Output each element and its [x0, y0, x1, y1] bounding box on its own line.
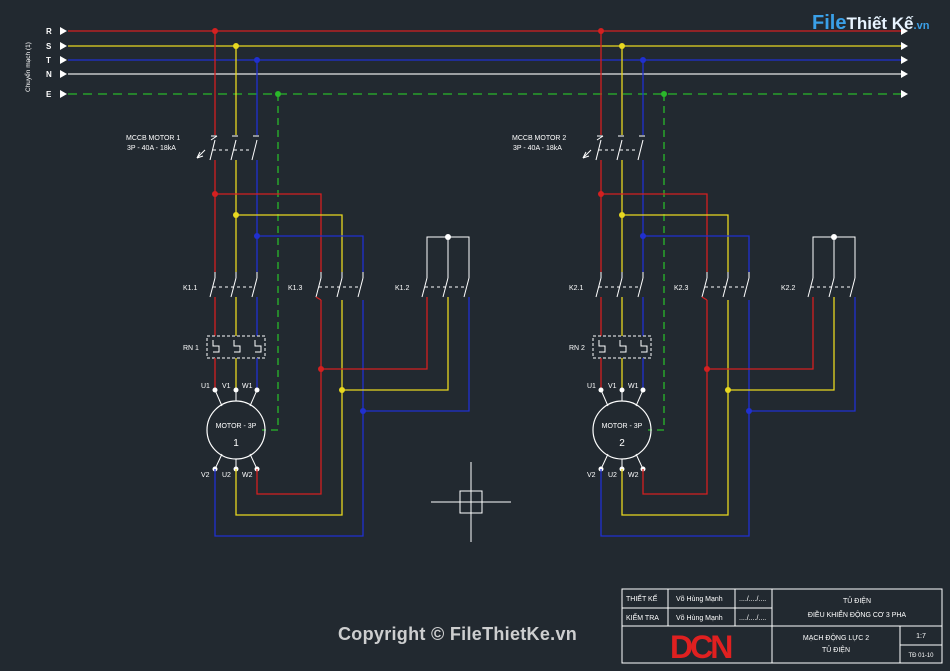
terminal-w2-2: W2	[628, 472, 639, 479]
contactor-label-1a: K1.1	[183, 285, 198, 292]
motor-circuit-1: MCCB MOTOR 1 3P - 40A - 18kA K1.1 K1.3 K…	[126, 27, 470, 537]
checker-name: Võ Hùng Mạnh	[676, 615, 723, 622]
contactor-label-1c: K1.2	[395, 285, 410, 292]
designer-name: Võ Hùng Mạnh	[676, 596, 723, 603]
motor-circuit-2: MCCB MOTOR 2 3P - 40A - 18kA K2.1 K2.3 K…	[512, 27, 856, 537]
terminal-v1-1: V1	[222, 383, 231, 390]
drawing-title-2: TỦ ĐIỆN	[822, 645, 850, 654]
terminal-w1-2: W1	[628, 383, 639, 390]
bus-label-n: N	[46, 70, 52, 79]
scale-value: 1:7	[916, 633, 926, 640]
project-title-2: ĐIỀU KHIỂN ĐỘNG CƠ 3 PHA	[808, 609, 907, 619]
motor-label-1: MOTOR - 3P	[216, 423, 257, 430]
designer-date: ..../..../....	[739, 596, 766, 603]
contactor-label-1b: K1.3	[288, 285, 303, 292]
terminal-v1-2: V1	[608, 383, 617, 390]
bus-lines: R S T N E Chuyển mạch (1)	[24, 27, 908, 99]
watermark-logo: FileThiết Kế.vn	[812, 12, 929, 35]
mccb-spec-1: 3P - 40A - 18kA	[127, 145, 176, 152]
bus-label-e: E	[46, 90, 52, 99]
contactor-label-2a: K2.1	[569, 285, 584, 292]
terminal-v2-1: V2	[201, 472, 210, 479]
overload-label-1: RN 1	[183, 345, 199, 352]
drawing-title-1: MẠCH ĐỘNG LỰC 2	[803, 633, 869, 642]
mccb-spec-2: 3P - 40A - 18kA	[513, 145, 562, 152]
overload-label-2: RN 2	[569, 345, 585, 352]
terminal-u2-1: U2	[222, 472, 231, 479]
motor-label-2: MOTOR - 3P	[602, 423, 643, 430]
terminal-v2-2: V2	[587, 472, 596, 479]
mccb-name-2: MCCB MOTOR 2	[512, 135, 566, 142]
contactor-label-2c: K2.2	[781, 285, 796, 292]
watermark-part-1: File	[812, 12, 847, 34]
checker-label: KIỂM TRA	[626, 613, 659, 622]
cad-crosshair-icon	[431, 462, 511, 542]
terminal-w1-1: W1	[242, 383, 253, 390]
terminal-u2-2: U2	[608, 472, 617, 479]
copyright-watermark: Copyright © FileThietKe.vn	[338, 624, 578, 644]
company-logo: DCN	[670, 629, 731, 665]
watermark-part-3: .vn	[913, 20, 930, 32]
contactor-label-2b: K2.3	[674, 285, 689, 292]
terminal-u1-1: U1	[201, 383, 210, 390]
sheet-number: TĐ 01-10	[908, 653, 934, 659]
mccb-name-1: MCCB MOTOR 1	[126, 135, 180, 142]
motor-number-1: 1	[233, 438, 239, 449]
motor-number-2: 2	[619, 438, 625, 449]
terminal-u1-2: U1	[587, 383, 596, 390]
bus-label-s: S	[46, 42, 52, 51]
designer-label: THIẾT KẾ	[626, 593, 658, 603]
bus-label-r: R	[46, 27, 52, 36]
bus-label-t: T	[46, 56, 51, 65]
project-title-1: TỦ ĐIỆN	[843, 596, 871, 605]
bus-side-label: Chuyển mạch (1)	[24, 42, 32, 92]
watermark-part-2: Thiết Kế	[846, 14, 914, 33]
terminal-w2-1: W2	[242, 472, 253, 479]
checker-date: ..../..../....	[739, 615, 766, 622]
title-block	[621, 588, 943, 664]
